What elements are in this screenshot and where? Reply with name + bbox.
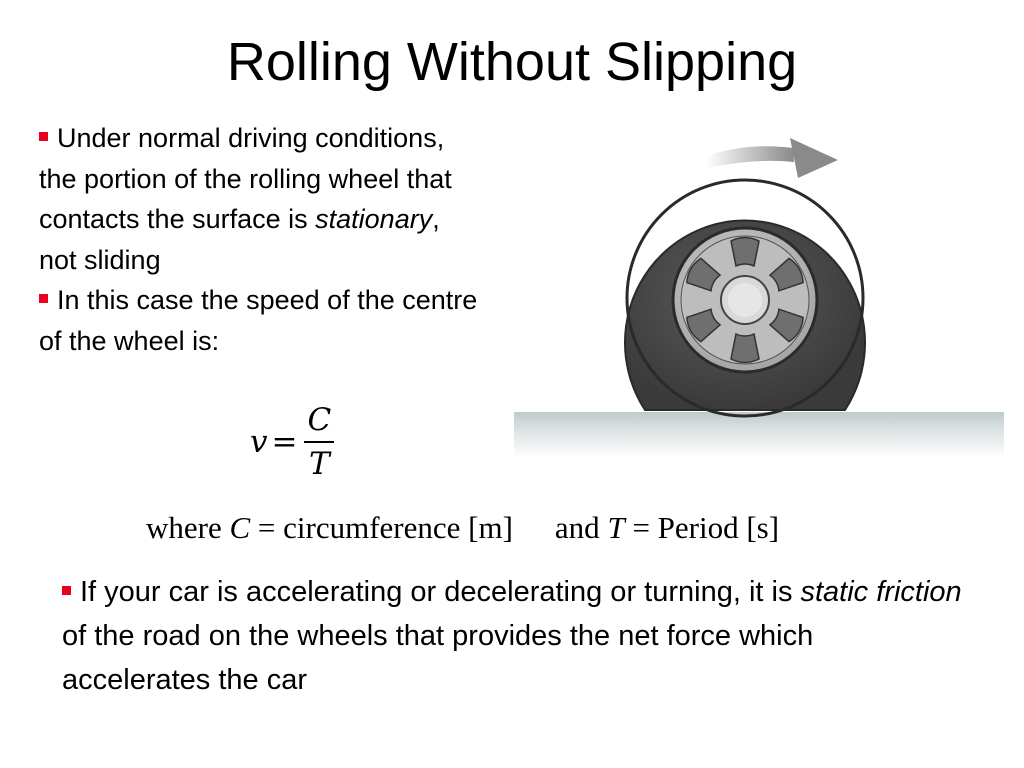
bullet-square-icon [39,294,48,303]
c-definition: = circumference [m] [250,510,513,545]
fraction-bar [304,441,335,443]
t-symbol: T [607,510,625,545]
bullet-emphasis-static-friction: static friction [800,576,962,608]
where-word: where [146,510,230,545]
rotation-arrow-icon [706,138,838,178]
rolling-wheel-figure [508,128,1008,473]
formula-fraction: C T [304,402,336,482]
bullet-square-icon [39,132,48,141]
bottom-bullet-list: If your car is accelerating or decelerat… [62,570,962,702]
bullet-square-icon [62,586,71,595]
bullet-text-part2: , not sliding [39,204,440,275]
bullet-stationary-contact: Under normal driving conditions, the por… [39,118,479,280]
t-definition: = Period [s] [624,510,780,545]
c-symbol: C [229,510,251,545]
variable-definitions: where C = circumference [m] and T = Perio… [146,510,779,546]
formula-numerator: C [307,402,332,438]
slide-title: Rolling Without Slipping [226,32,798,92]
top-bullet-list: Under normal driving conditions, the por… [39,118,479,361]
bullet-static-friction: If your car is accelerating or decelerat… [62,570,962,702]
formula-denominator: T [309,446,330,482]
speed-formula: v = C T [250,402,335,482]
formula-lhs: v [250,424,268,460]
bullet-text-part2: of the road on the wheels that provides … [62,620,814,696]
bullet-emphasis-stationary: stationary [315,204,433,234]
bullet-text-part1: If your car is accelerating or decelerat… [80,576,801,608]
and-word: and [554,510,608,545]
tire-icon [624,178,866,418]
bullet-text-part1: Under normal driving conditions, the por… [39,123,452,234]
bullet-text: In this case the speed of the centre of … [39,285,478,356]
ground-surface [514,412,1004,458]
formula-equals: = [271,424,298,460]
wheel-illustration [514,138,1004,458]
bullet-centre-speed: In this case the speed of the centre of … [39,280,479,361]
